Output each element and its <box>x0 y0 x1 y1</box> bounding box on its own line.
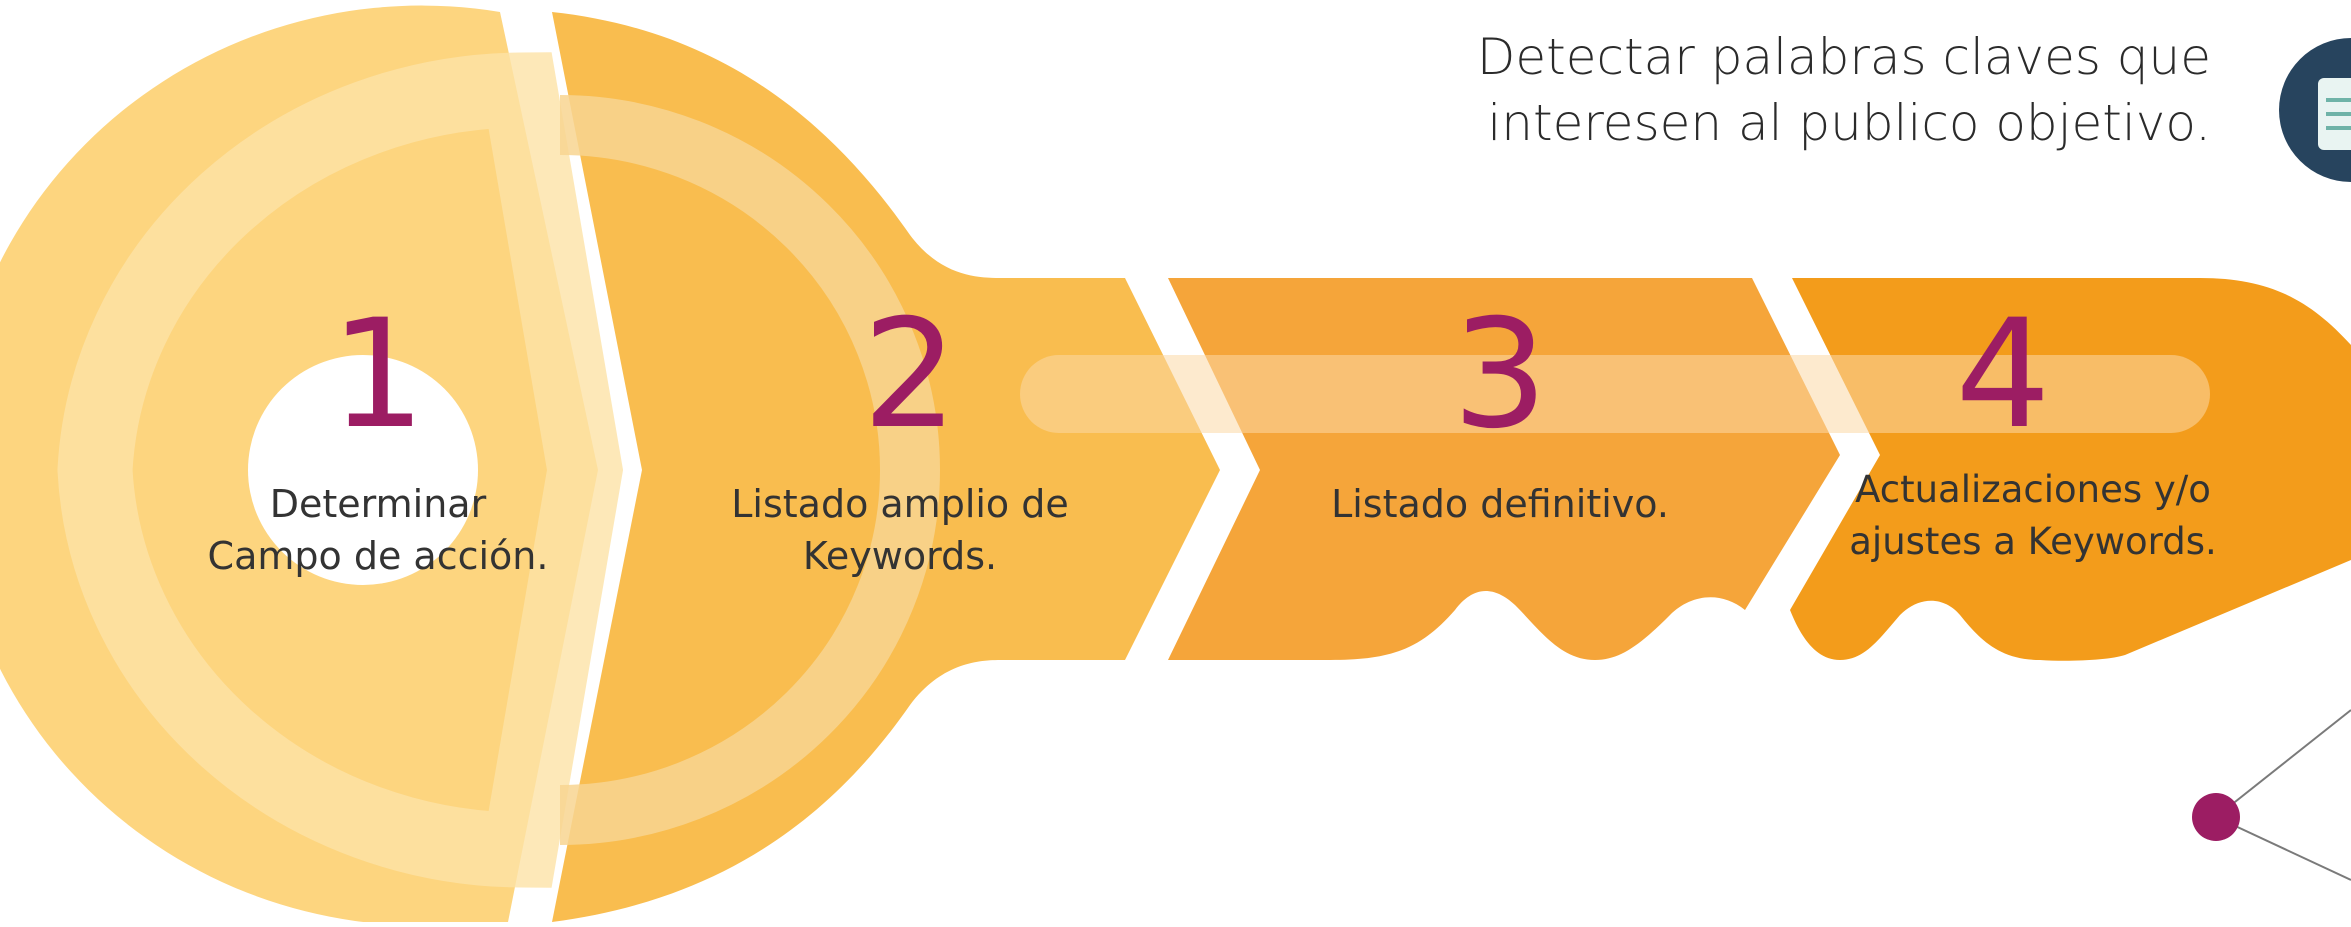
step-3-label: Listado definitivo. <box>1300 478 1700 530</box>
step-2-label-line-1: Listado amplio de <box>731 482 1069 526</box>
step-2-label-line-2: Keywords. <box>802 534 998 578</box>
step-2-number: 2 <box>862 288 958 462</box>
step-3-label-line-1: Listado definitivo. <box>1331 482 1669 526</box>
step-4-label: Actualizaciones y/o ajustes a Keywords. <box>1833 464 2233 568</box>
key-shaft-band <box>1020 355 2210 433</box>
step-1-label-line-1: Determinar <box>269 482 487 526</box>
network-line-up <box>2215 709 2351 818</box>
key-segment-2-ring <box>559 95 940 845</box>
step-4-label-line-1: Actualizaciones y/o <box>1855 468 2211 511</box>
network-line-down <box>2215 816 2351 881</box>
headline-line-1: Detectar palabras claves que <box>1476 28 2211 86</box>
step-4-number: 4 <box>1955 288 2051 462</box>
network-node <box>2192 793 2240 841</box>
step-4-label-line-2: ajustes a Keywords. <box>1849 520 2217 563</box>
step-2-label: Listado amplio de Keywords. <box>700 478 1100 582</box>
step-1-number: 1 <box>330 288 426 462</box>
headline-line-2: interesen al publico objetivo. <box>1487 94 2211 152</box>
headline: Detectar palabras claves que interesen a… <box>1477 24 2211 156</box>
step-3-number: 3 <box>1452 288 1548 462</box>
step-1-label-line-2: Campo de acción. <box>207 534 549 578</box>
key-hole <box>248 355 478 585</box>
key-segment-1-ring <box>57 52 624 888</box>
step-1-label: Determinar Campo de acción. <box>178 478 578 582</box>
